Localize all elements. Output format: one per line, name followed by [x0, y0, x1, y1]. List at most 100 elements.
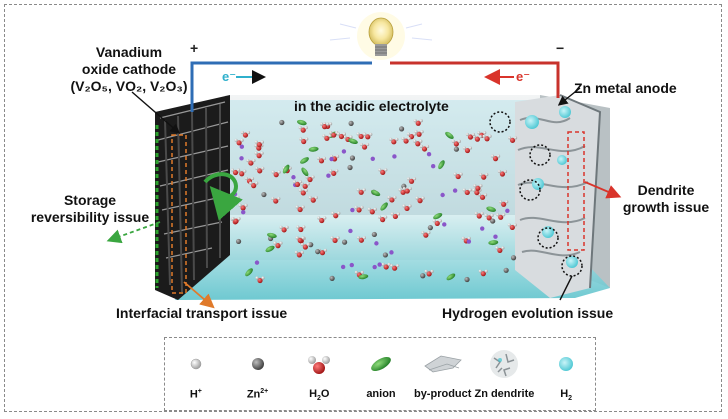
water-molecule — [414, 130, 424, 137]
zn-ion — [261, 191, 267, 198]
water-molecule-icon — [308, 356, 331, 374]
anode-label: Zn metal anode — [574, 80, 677, 96]
water-molecule — [305, 175, 315, 183]
zn-ion — [347, 164, 353, 171]
legend-label: anion — [366, 388, 396, 400]
water-molecule — [230, 168, 241, 176]
water-molecule — [474, 211, 484, 219]
water-molecule — [359, 142, 370, 150]
interfacial-arrow — [183, 281, 215, 309]
water-molecule — [482, 134, 492, 142]
water-molecule — [316, 156, 327, 164]
cyan-sphere-icon — [535, 346, 597, 382]
legend-label: H+ — [189, 388, 202, 401]
water-molecule — [381, 262, 391, 270]
water-molecule — [298, 188, 308, 196]
water-molecule — [465, 132, 476, 140]
zn-ion — [453, 146, 460, 152]
dendrite-icon — [474, 346, 536, 382]
anion — [445, 131, 454, 139]
h2-bubbles — [489, 106, 583, 277]
ion-particle — [348, 228, 353, 234]
water-molecule — [295, 205, 305, 213]
water-molecule — [299, 137, 309, 145]
water-molecule — [329, 130, 339, 138]
gray-sphere-icon — [227, 346, 289, 382]
white-sphere-icon — [165, 346, 227, 382]
ion-particle — [430, 164, 436, 169]
negative-wire — [390, 61, 560, 98]
anion — [348, 138, 358, 145]
water-molecule — [451, 139, 461, 147]
water-molecule — [462, 146, 473, 154]
water-molecule — [499, 200, 509, 207]
zn-ion — [503, 267, 509, 273]
green-ellipse-icon — [350, 346, 412, 382]
water-molecule — [421, 231, 431, 238]
water-molecule — [363, 132, 373, 140]
water-molecule — [462, 188, 472, 196]
water-molecule — [308, 196, 318, 203]
water-molecule — [255, 276, 265, 284]
water-molecule — [317, 216, 327, 224]
dendrite-box — [567, 131, 585, 251]
electron-label-left: e⁻ — [222, 69, 237, 84]
water-molecule — [473, 184, 483, 191]
water-molecule — [432, 219, 442, 226]
anion — [308, 146, 319, 152]
ion-particle — [291, 175, 296, 180]
legend-item-h2: H2 — [535, 338, 597, 412]
legend-item-dendrite: Zn dendrite — [474, 338, 536, 412]
legend-item-zn: Zn2+ — [227, 338, 289, 412]
legend-label: Zn dendrite — [474, 388, 535, 400]
water-molecule — [413, 119, 423, 126]
legend-label: by-product — [413, 388, 472, 400]
ion-particle — [466, 239, 472, 244]
ion-particle — [329, 156, 334, 162]
anion — [358, 274, 369, 280]
ion-particle — [341, 149, 347, 154]
flake-icon — [412, 346, 474, 382]
water-molecule — [240, 130, 251, 138]
cyan-sphere-icon — [559, 357, 574, 371]
dendrite-label: Dendrite growth issue — [614, 182, 718, 216]
water-molecule — [292, 180, 303, 188]
legend-item-byproduct: by-product — [412, 338, 474, 412]
water-molecule — [378, 168, 388, 175]
light-bulb-icon — [329, 12, 433, 60]
zn-ion — [420, 273, 426, 279]
zn-anode — [515, 94, 602, 298]
water-molecule — [413, 139, 423, 147]
hydrogen-label: Hydrogen evolution issue — [442, 305, 614, 321]
water-molecule — [402, 186, 412, 194]
anion — [299, 157, 309, 164]
water-molecule — [479, 173, 489, 180]
water-molecule — [254, 151, 264, 159]
ion-particle — [442, 222, 447, 227]
ion-particle — [326, 173, 331, 178]
cathode-label-line2: oxide cathode — [81, 61, 177, 77]
water-molecule — [490, 154, 501, 162]
ion-particle — [389, 250, 394, 255]
ion-particle — [392, 154, 397, 159]
zn-ion — [382, 252, 388, 258]
anion — [282, 164, 290, 174]
electrolyte-floor — [175, 215, 610, 300]
anion — [267, 232, 277, 239]
anion — [245, 268, 253, 277]
ion-particle — [505, 208, 510, 213]
water-molecule — [477, 193, 488, 200]
ion-particle — [350, 207, 355, 213]
dendrite-label-line2: growth issue — [622, 199, 710, 215]
ion-particle — [452, 188, 458, 193]
dendrite-label-line1: Dendrite — [637, 182, 695, 198]
water-molecule — [271, 170, 281, 178]
water-molecule — [497, 169, 508, 177]
vanadium-cathode — [155, 95, 230, 300]
anion — [446, 273, 456, 281]
water-molecule — [389, 137, 399, 145]
legend-item-h2o: H2O — [288, 338, 350, 412]
water-molecule — [255, 166, 265, 174]
zn-ion — [427, 225, 433, 231]
